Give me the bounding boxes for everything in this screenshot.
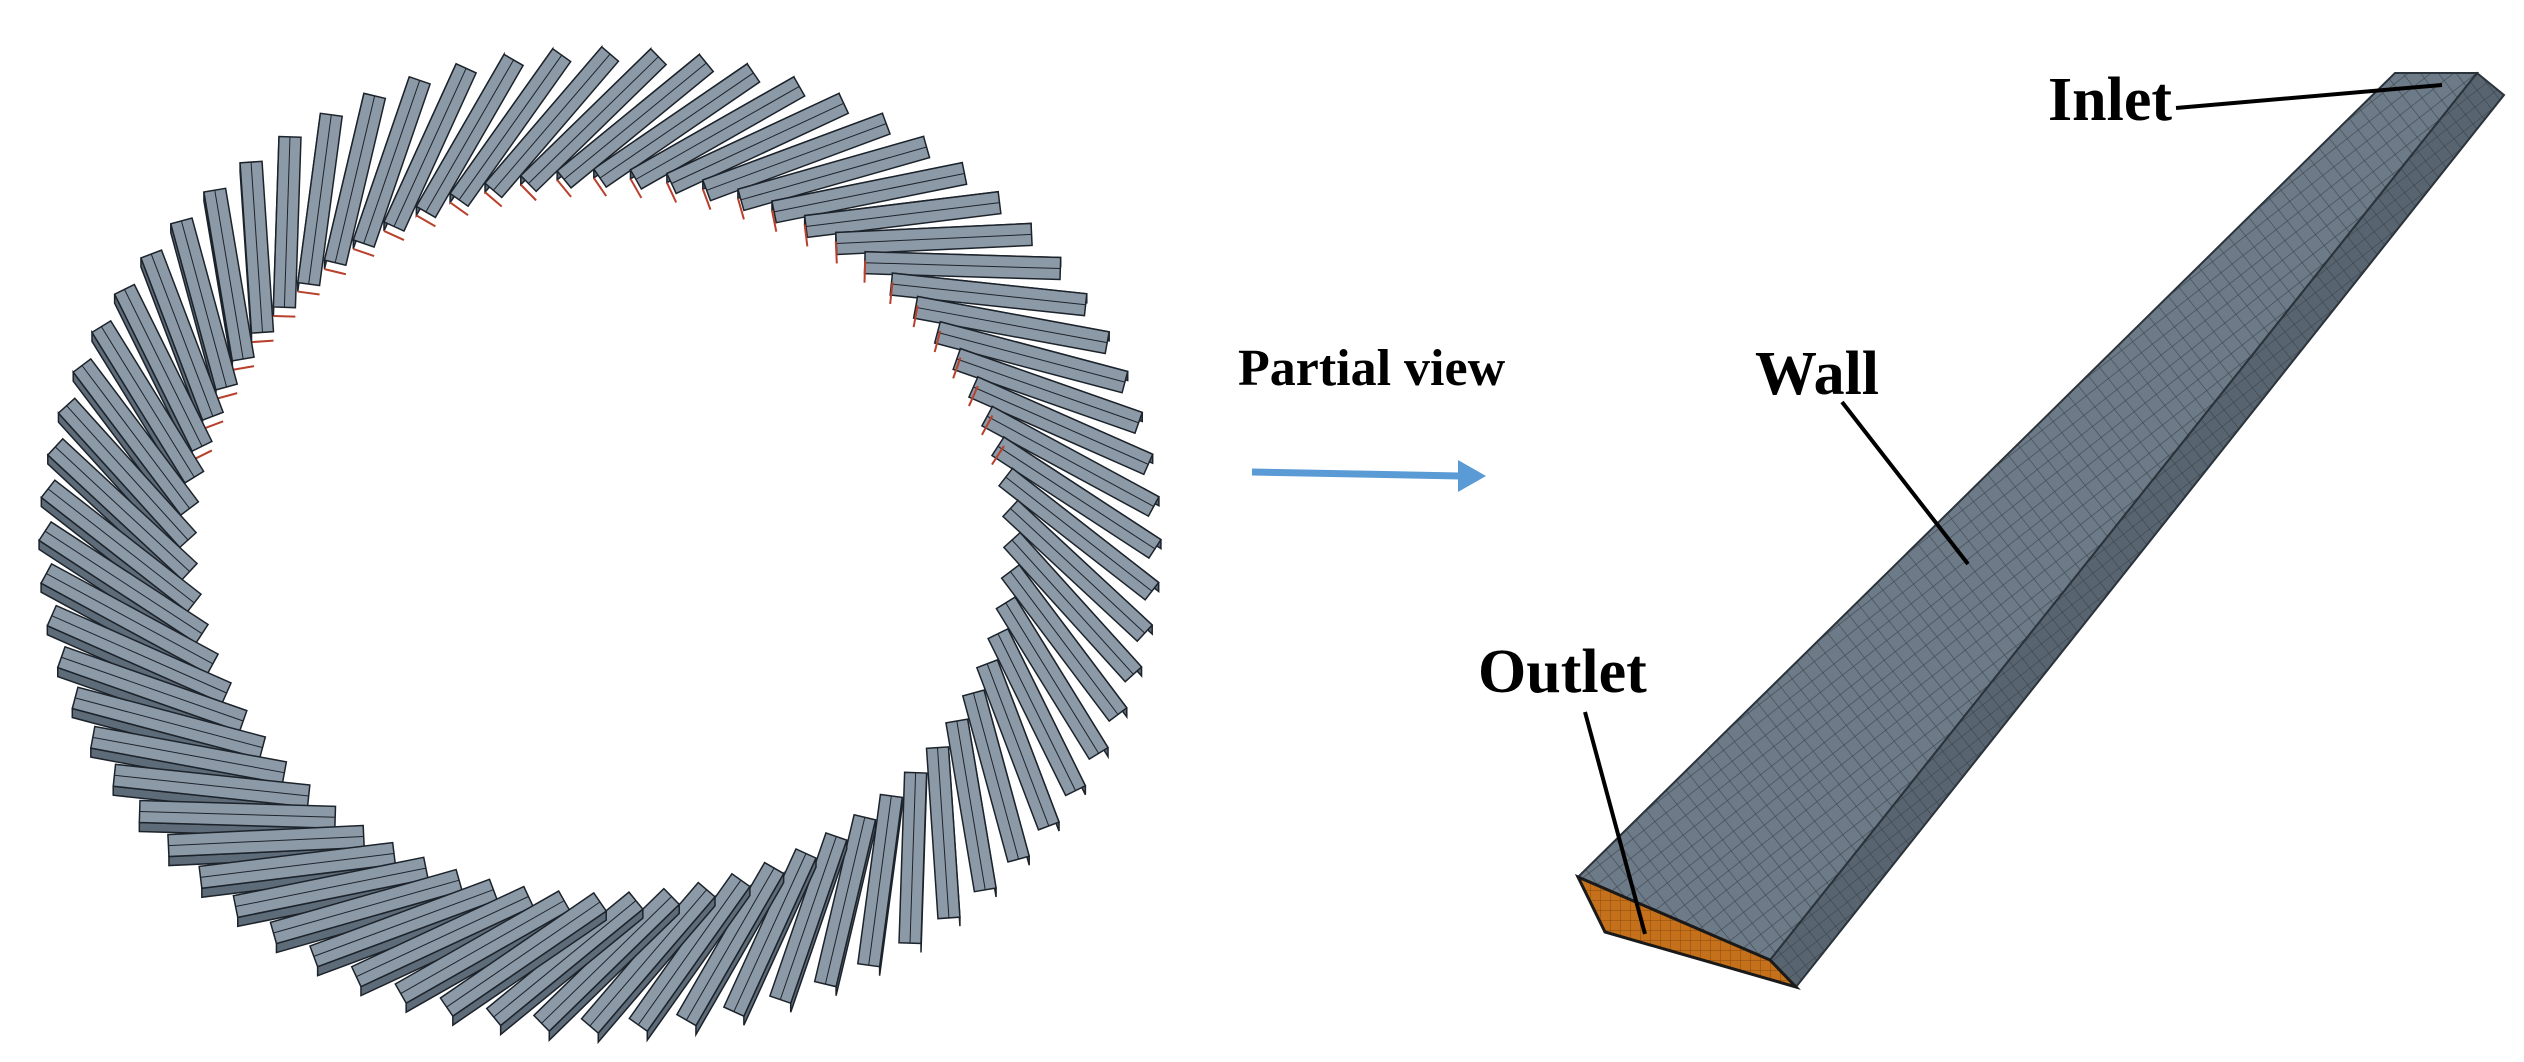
ring-channel [415, 51, 525, 228]
ring-channel [856, 793, 904, 976]
ring-channel [898, 771, 928, 953]
ring-channel [296, 112, 344, 296]
ring-channel [556, 52, 715, 198]
ring-channel [665, 92, 850, 203]
inlet-label: Inlet [2048, 66, 2172, 134]
ring-channel [961, 689, 1031, 866]
right-arrow-icon [1251, 460, 1486, 492]
ring-channel [272, 135, 302, 318]
outlet-label: Outlet [1478, 638, 1647, 706]
ring-channel [323, 92, 387, 276]
ring-channel [1000, 562, 1128, 723]
single-channel-model [1574, 71, 2506, 990]
ring-channel [1001, 498, 1154, 643]
ring-channel [449, 46, 572, 217]
ring-channel [203, 187, 255, 371]
ring-channel [350, 885, 535, 997]
ring-channel [995, 594, 1110, 761]
ring-channel [485, 891, 644, 1037]
ring-channel [834, 222, 1033, 264]
partial-view-label: Partial view [1238, 340, 1506, 397]
ring-channel [975, 658, 1061, 832]
ring-channel [352, 75, 432, 257]
wall-leader-line [1840, 400, 1970, 566]
ring-channel [967, 375, 1154, 476]
ring-channel [987, 627, 1087, 797]
ring-channel [722, 847, 818, 1026]
ring-channel [628, 872, 751, 1043]
ring-channel [382, 62, 478, 241]
ring-channel [580, 881, 717, 1045]
ring-channel [483, 44, 620, 208]
ring-channel [945, 718, 997, 898]
ring-channel [169, 217, 239, 400]
ring-channel [736, 135, 931, 220]
ring-channel [952, 347, 1144, 435]
ring-channel [439, 891, 608, 1027]
ring-channel [701, 112, 891, 210]
ring-channel [309, 878, 499, 977]
ring-channel [803, 190, 1002, 247]
ring-channel [912, 295, 1111, 355]
ring-channel [394, 890, 571, 1014]
outlet-leader-line [1583, 711, 1647, 935]
ring-channel [532, 887, 681, 1042]
ring-channel [863, 250, 1062, 283]
ring-channel [592, 62, 761, 197]
channel-ring-model [38, 44, 1162, 1045]
ring-channel [768, 832, 848, 1013]
ring-channel [990, 435, 1162, 560]
ring-channel [1002, 530, 1143, 683]
ring-channel [997, 466, 1160, 601]
ring-channel [519, 47, 668, 202]
ring-channel [980, 405, 1160, 518]
ring-channel [813, 813, 877, 996]
ring-channel [925, 746, 961, 927]
ring-channel [889, 272, 1088, 317]
ring-channel [629, 75, 806, 199]
ring-channel [770, 161, 968, 232]
ring-channel [675, 861, 785, 1038]
wall-label: Wall [1755, 340, 1879, 408]
ring-channel [933, 320, 1129, 394]
inlet-leader-line [2175, 83, 2443, 110]
